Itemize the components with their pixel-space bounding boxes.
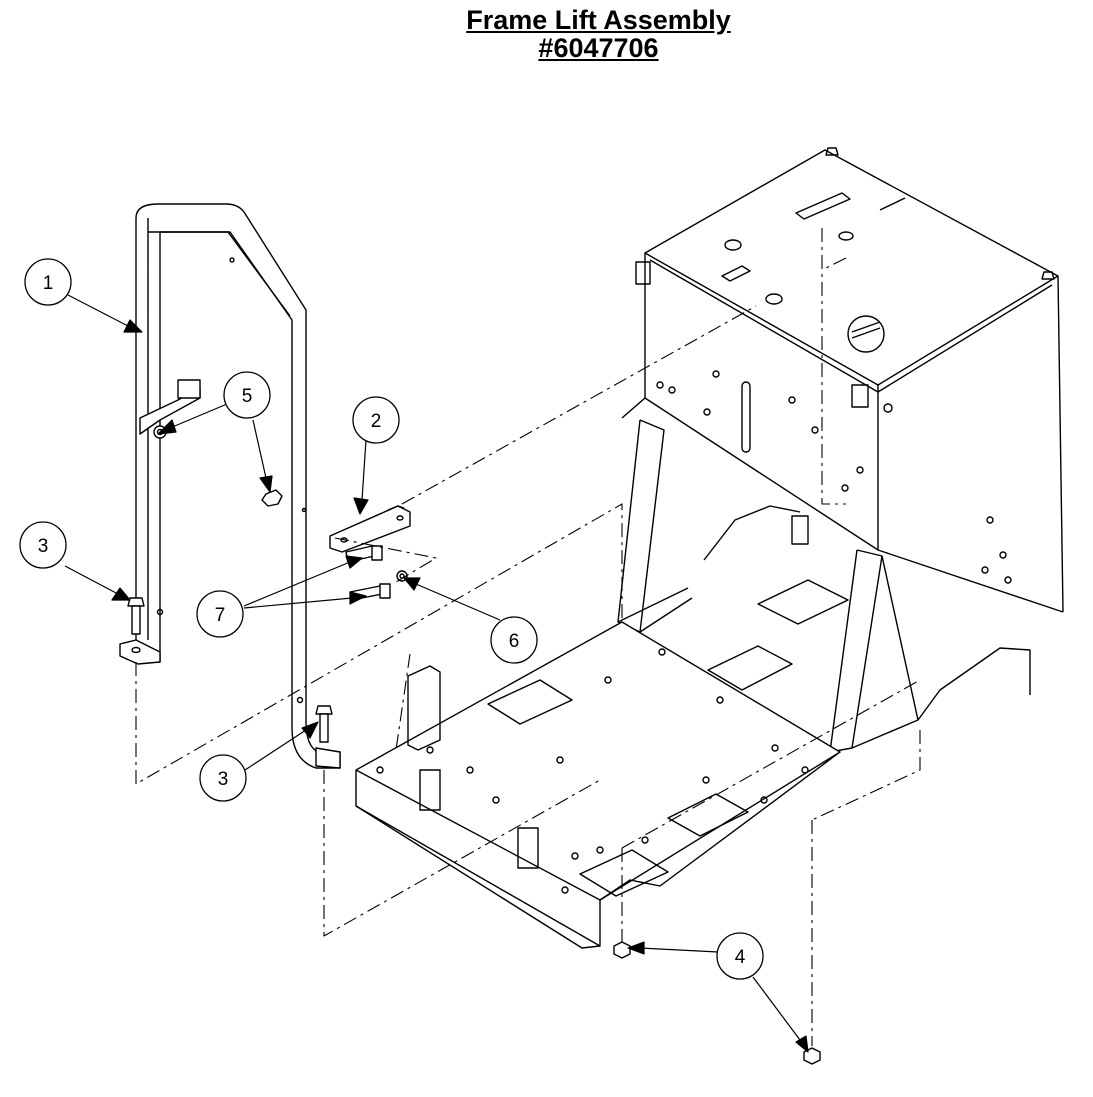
svg-text:2: 2 <box>371 411 382 432</box>
callout-3-right: 3 <box>199 754 247 802</box>
callout-6: 6 <box>490 616 538 664</box>
machine-legs <box>617 419 1031 753</box>
bracket <box>329 505 411 553</box>
callout-3-left: 3 <box>19 521 67 569</box>
callout-7: 7 <box>196 590 244 638</box>
center-lines <box>135 228 921 1046</box>
svg-text:3: 3 <box>218 769 229 790</box>
part-number: #6047706 <box>538 33 659 63</box>
callout-1: 1 <box>24 258 72 306</box>
svg-text:3: 3 <box>38 536 49 557</box>
machine-body <box>621 147 1064 613</box>
leader-lines <box>64 294 809 1053</box>
svg-text:1: 1 <box>43 273 54 294</box>
frame-lift-handle <box>119 203 341 769</box>
callout-5: 5 <box>223 371 271 419</box>
svg-text:4: 4 <box>735 947 746 968</box>
svg-text:5: 5 <box>242 386 253 407</box>
drawing-title: Frame Lift Assembly <box>466 5 731 35</box>
svg-text:6: 6 <box>509 631 520 652</box>
base-frame <box>355 579 849 949</box>
svg-text:7: 7 <box>215 605 226 626</box>
callout-2: 2 <box>352 396 400 444</box>
callouts: 1 2 3 3 4 5 6 7 <box>19 258 764 980</box>
callout-4: 4 <box>716 932 764 980</box>
